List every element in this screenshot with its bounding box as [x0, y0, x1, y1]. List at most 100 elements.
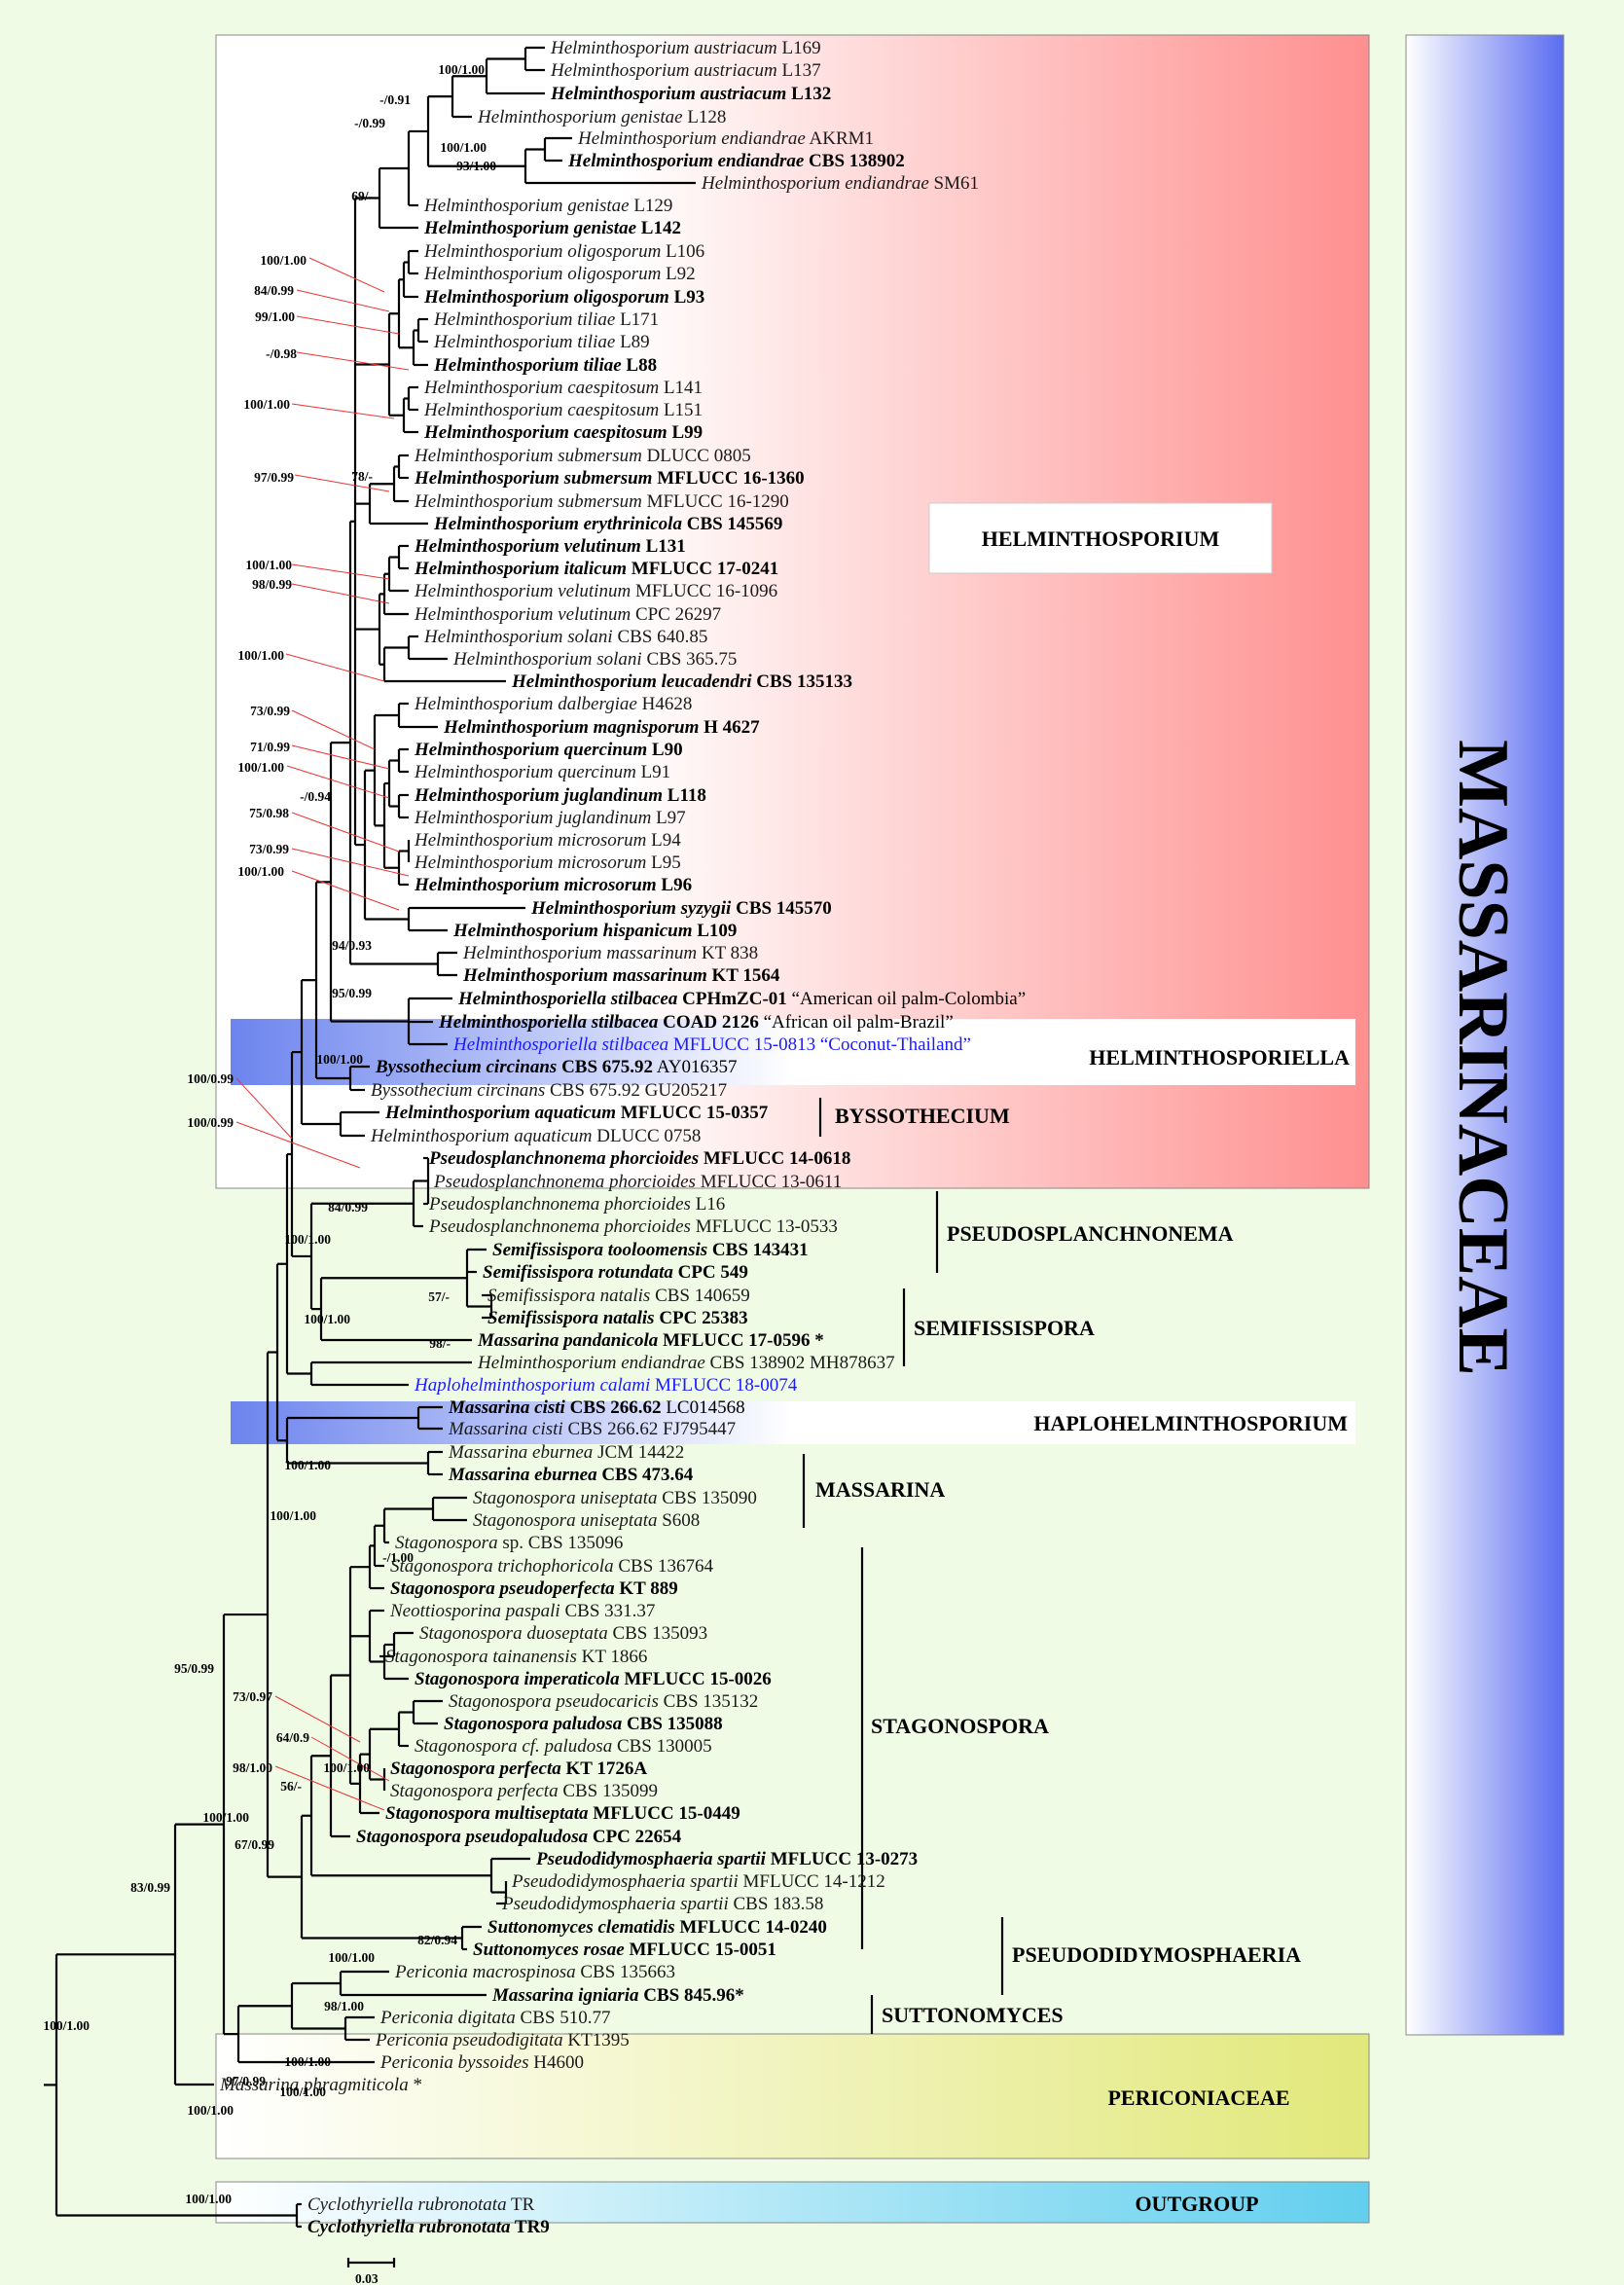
- support-value: 100/1.00: [304, 1312, 350, 1326]
- callout-line: [294, 474, 390, 492]
- taxon-voucher: CBS 675.92: [557, 1057, 653, 1077]
- taxon-voucher: CBS 266.62: [565, 1397, 662, 1418]
- taxon-label: Helminthosporium solani CBS 365.75: [452, 649, 737, 670]
- taxon-name: Helminthosporium syzygii: [530, 898, 732, 919]
- taxon-name: Pseudodidymosphaeria spartii: [501, 1894, 729, 1914]
- taxon-label: Helminthosporium endiandrae AKRM1: [577, 128, 874, 149]
- taxon-label: Periconia digitata CBS 510.77: [379, 2008, 610, 2028]
- taxon-voucher: CBS 135088: [622, 1714, 722, 1734]
- taxon-voucher: L94: [646, 830, 681, 851]
- taxon-voucher: CBS 130005: [612, 1736, 711, 1757]
- taxon-name: Semifissispora natalis: [487, 1286, 650, 1306]
- helminthosporiella-label: HELMINTHOSPORIELLA: [1089, 1045, 1350, 1070]
- taxon-name: Helminthosporiella stilbacea: [457, 989, 678, 1009]
- support-value: 71/0.99: [250, 740, 290, 754]
- taxon-label: Massarina cisti CBS 266.62 FJ795447: [448, 1419, 736, 1439]
- support-value: 100/1.00: [279, 2085, 326, 2099]
- taxon-label: Massarina eburnea CBS 473.64: [448, 1465, 694, 1485]
- taxon-label: Helminthosporium microsorum L96: [414, 875, 692, 895]
- taxon-note: “American oil palm-Colombia”: [787, 989, 1026, 1009]
- callout-line: [274, 1695, 361, 1743]
- taxon-label: Helminthosporium oligosporum L93: [423, 287, 704, 308]
- taxon-name: Neottiosporina paspali: [389, 1601, 560, 1621]
- support-value: 100/1.00: [260, 253, 307, 268]
- taxon-note: AY016357: [653, 1057, 737, 1077]
- taxon-name: Helminthosporium hispanicum: [452, 921, 693, 941]
- taxon-note: “African oil palm-Brazil”: [759, 1012, 954, 1033]
- support-value: 82/0.94: [417, 1933, 457, 1947]
- taxon-name: Helminthosporium tiliae: [433, 309, 615, 330]
- taxon-voucher: DLUCC 0758: [592, 1126, 701, 1146]
- support-value: 99/1.00: [255, 309, 295, 324]
- taxon-label: Massarina pandanicola MFLUCC 17-0596 *: [477, 1330, 824, 1351]
- taxon-label: Helminthosporium endiandrae CBS 138902 M…: [477, 1353, 895, 1373]
- pseudosplanchnonema-label: PSEUDOSPLANCHNONEMA: [947, 1221, 1234, 1246]
- support-value: 56/-: [280, 1779, 302, 1794]
- taxon-label: Helminthosporium aquaticum MFLUCC 15-035…: [384, 1103, 769, 1123]
- taxon-name: Helminthosporium endiandrae: [701, 173, 929, 194]
- support-value: -/0.98: [266, 346, 297, 361]
- callout-line: [291, 583, 390, 604]
- taxon-voucher: CBS 140659: [650, 1286, 749, 1306]
- taxon-voucher: L129: [630, 196, 673, 216]
- taxon-voucher: L91: [636, 762, 670, 782]
- taxon-voucher: CBS 135093: [608, 1623, 707, 1644]
- haplohelminthosporium-label: HAPLOHELMINTHOSPORIUM: [1033, 1411, 1348, 1435]
- taxon-voucher: L142: [636, 218, 681, 238]
- support-value: 94/0.93: [332, 938, 372, 953]
- taxon-name: Helminthosporium aquaticum: [384, 1103, 616, 1123]
- taxon-name: Helminthosporium tiliae: [433, 332, 615, 352]
- callout-line: [235, 1121, 361, 1169]
- callout-line: [291, 563, 390, 580]
- callout-line: [235, 1077, 293, 1140]
- taxon-label: Pseudosplanchnonema phorcioides MFLUCC 1…: [433, 1172, 842, 1192]
- taxon-name: Byssothecium circinans: [375, 1057, 557, 1077]
- taxon-name: Helminthosporium massarinum: [462, 943, 697, 963]
- taxon-label: Helminthosporium submersum MFLUCC 16-129…: [414, 491, 789, 512]
- taxon-label: Helminthosporiella stilbacea COAD 2126 “…: [438, 1012, 954, 1033]
- taxon-voucher: CBS 266.62 FJ795447: [563, 1419, 736, 1439]
- support-value: 84/0.99: [328, 1200, 368, 1215]
- taxon-name: Stagonospora trichophoricola: [390, 1556, 614, 1577]
- taxon-name: Massarina igniaria: [491, 1985, 639, 2006]
- support-value: 98/1.00: [233, 1760, 272, 1775]
- support-value: 75/0.98: [249, 806, 289, 820]
- taxon-name: Helminthosporium magnisporum: [443, 717, 699, 738]
- taxon-label: Helminthosporium quercinum L90: [414, 740, 683, 760]
- taxon-label: Stagonospora tainanensis KT 1866: [385, 1647, 647, 1667]
- taxon-label: Helminthosporiella stilbacea CPHmZC-01 “…: [457, 989, 1026, 1009]
- taxon-label: Suttonomyces clematidis MFLUCC 14-0240: [487, 1917, 827, 1938]
- taxon-voucher: CBS 675.92 GU205217: [545, 1080, 727, 1101]
- taxon-voucher: MFLUCC 13-0533: [691, 1216, 838, 1237]
- support-value: 100/1.00: [237, 760, 284, 775]
- taxon-voucher: H4628: [637, 694, 692, 714]
- taxon-name: Helminthosporium caespitosum: [423, 400, 659, 420]
- scale-bar-label: 0.03: [355, 2271, 379, 2285]
- taxon-name: Helminthosporium juglandinum: [414, 785, 663, 806]
- periconiaceae-box: [215, 2033, 1370, 2159]
- taxon-name: Stagonospora cf. paludosa: [415, 1736, 612, 1757]
- taxon-label: Stagonospora pseudocaricis CBS 135132: [449, 1691, 758, 1712]
- taxon-name: Semifissispora tooloomensis: [492, 1240, 707, 1260]
- support-value: 100/1.00: [284, 2054, 331, 2069]
- taxon-name: Helminthosporium oligosporum: [423, 287, 669, 308]
- taxon-label: Semifissispora tooloomensis CBS 143431: [492, 1240, 809, 1260]
- taxon-voucher: TR: [507, 2194, 535, 2215]
- taxon-label: Helminthosporiella stilbacea MFLUCC 15-0…: [452, 1034, 971, 1055]
- taxon-voucher: KT1395: [563, 2030, 630, 2050]
- taxon-label: Semifissispora rotundata CPC 549: [483, 1262, 748, 1283]
- taxon-voucher: CPC 26297: [631, 604, 721, 625]
- support-value: 73/0.97: [233, 1689, 272, 1704]
- taxon-label: Helminthosporium oligosporum L92: [423, 264, 696, 284]
- taxon-voucher: MFLUCC 14-1212: [739, 1871, 885, 1892]
- taxon-voucher: CBS 138902 MH878637: [705, 1353, 895, 1373]
- taxon-name: Cyclothyriella rubronotata: [307, 2217, 511, 2237]
- taxon-voucher: COAD 2126: [658, 1012, 758, 1033]
- support-value: 69/-: [351, 189, 373, 203]
- taxon-label: Pseudosplanchnonema phorcioides L16: [428, 1194, 725, 1215]
- taxon-voucher: CBS 331.37: [560, 1601, 656, 1621]
- callout-line: [285, 653, 385, 682]
- taxon-label: Helminthosporium juglandinum L97: [414, 808, 686, 828]
- taxon-name: Helminthosporium oligosporum: [423, 241, 661, 262]
- taxon-name: Helminthosporium quercinum: [414, 740, 647, 760]
